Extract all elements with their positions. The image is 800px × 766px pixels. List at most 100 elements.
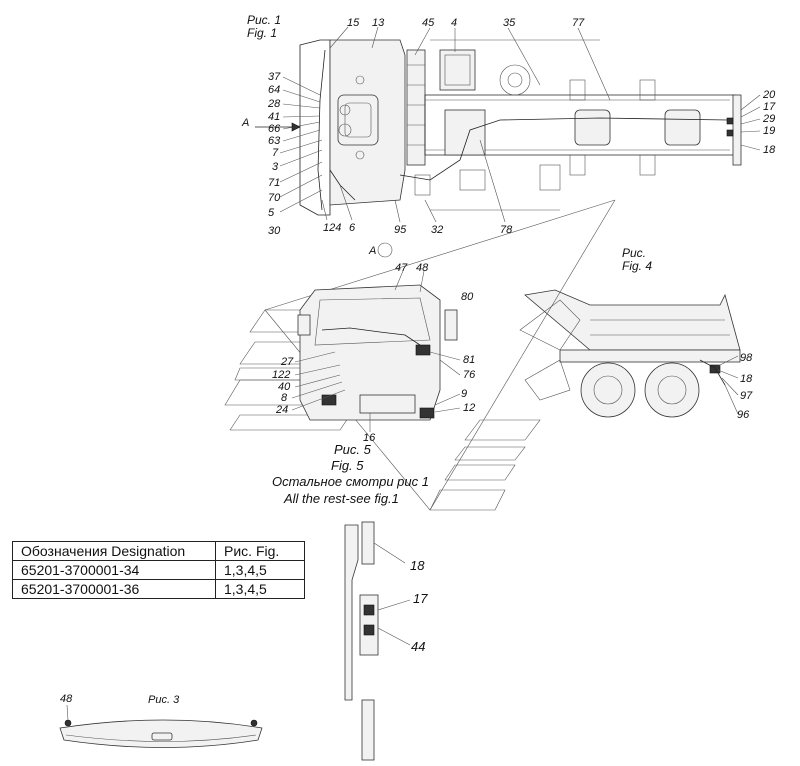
fig5-callout-76: 76 xyxy=(463,369,476,381)
detail-bracket xyxy=(344,524,359,701)
fig4-side-view xyxy=(524,289,741,418)
callout-32: 32 xyxy=(431,224,443,236)
front-bumper xyxy=(359,394,416,414)
callout-64: 64 xyxy=(268,84,280,96)
callout-5: 5 xyxy=(268,207,275,219)
marker-lamp xyxy=(415,344,431,356)
rear-wheel-1 xyxy=(580,362,636,418)
rear-axle-1 xyxy=(574,109,611,146)
roof-lamp xyxy=(151,732,173,741)
fig1-top-view xyxy=(299,39,742,216)
callout-3: 3 xyxy=(272,161,279,173)
callout-95: 95 xyxy=(394,224,407,236)
rear-light xyxy=(709,364,721,374)
headlamp-left xyxy=(321,394,337,406)
callout-18: 18 xyxy=(763,144,776,156)
callout-4: 4 xyxy=(451,17,457,29)
fig4-title-en: Fig. 4 xyxy=(622,259,652,273)
cab-front xyxy=(299,284,441,421)
fig5-title-en: Fig. 5 xyxy=(331,458,364,473)
figures-cell: 1,3,4,5 xyxy=(215,560,305,580)
side-frame xyxy=(559,349,741,363)
callout-30: 30 xyxy=(268,225,281,237)
fig5-callout-81: 81 xyxy=(463,354,475,366)
designation-table: Обозначения Designation Рис. Fig. 65201-… xyxy=(12,541,305,599)
detail-labels: 18 17 44 xyxy=(410,558,428,654)
header-figure: Рис. Fig. xyxy=(215,541,305,561)
fig3-title-ru: Рис. 3 xyxy=(148,694,180,706)
fig5-note-en: All the rest-see fig.1 xyxy=(283,491,399,506)
callout-20: 20 xyxy=(762,89,776,101)
fig5-front-view xyxy=(224,199,616,511)
fig5-callout-122: 122 xyxy=(272,369,290,381)
fig4-callout-96: 96 xyxy=(737,409,750,421)
detail-callout-18: 18 xyxy=(410,558,425,573)
callout-124: 124 xyxy=(323,222,341,234)
fig5-callout-47: 47 xyxy=(395,262,408,274)
callout-45: 45 xyxy=(422,17,435,29)
detail-callout-44: 44 xyxy=(411,639,425,654)
fig1-leaders xyxy=(255,26,761,258)
rear-lamp-bracket xyxy=(732,94,742,166)
roof-marker-right xyxy=(250,719,258,727)
callout-77: 77 xyxy=(572,17,585,29)
callout-13: 13 xyxy=(372,17,385,29)
roof-marker-left xyxy=(64,719,72,727)
fig5-callout-40: 40 xyxy=(278,381,291,393)
fig1-labels: Рис. 1 Fig. 1 15 13 45 4 35 77 37 64 28 … xyxy=(241,13,776,257)
fig3-labels: 48 Рис. 3 xyxy=(60,693,180,706)
fig5-callout-9: 9 xyxy=(461,388,467,400)
fig5-callout-12: 12 xyxy=(463,402,475,414)
callout-19: 19 xyxy=(763,125,775,137)
fig4-title-ru: Рис. xyxy=(622,246,646,260)
header-designation: Обозначения Designation xyxy=(12,541,216,561)
callout-63: 63 xyxy=(268,135,281,147)
callout-66: 66 xyxy=(268,123,281,135)
side-mirror xyxy=(444,309,458,341)
fig4-callout-80: 80 xyxy=(461,291,474,303)
callout-70: 70 xyxy=(268,192,281,204)
designation-cell: 65201-3700001-34 xyxy=(12,560,216,580)
rear-axle-2 xyxy=(664,109,701,146)
fig5-title-ru: Рис. 5 xyxy=(334,442,372,457)
callout-17: 17 xyxy=(763,101,776,113)
fig5-callout-16: 16 xyxy=(363,432,376,444)
figures-cell: 1,3,4,5 xyxy=(215,579,305,599)
fig5-callout-48: 48 xyxy=(416,262,429,274)
headlamp-right xyxy=(419,407,435,419)
callout-41: 41 xyxy=(268,111,280,123)
designation-cell: 65201-3700001-36 xyxy=(12,579,216,599)
radiator-block xyxy=(406,49,426,166)
callout-28: 28 xyxy=(267,98,281,110)
fig5-callout-8: 8 xyxy=(281,392,288,404)
table-row: 65201-3700001-36 1,3,4,5 xyxy=(12,579,305,599)
fig4-callout-97: 97 xyxy=(740,390,753,402)
callout-35: 35 xyxy=(503,17,516,29)
rear-wheel-2 xyxy=(644,362,700,418)
engine-block xyxy=(444,109,486,156)
fig5-labels: 47 48 27 122 40 8 24 81 76 9 12 16 Рис. … xyxy=(272,262,476,506)
detail-lamp-18 xyxy=(361,521,375,565)
fig1-title-en: Fig. 1 xyxy=(247,26,277,40)
detail-callout-17: 17 xyxy=(413,591,428,606)
fig5-callout-24: 24 xyxy=(275,404,288,416)
fig3-callout-48: 48 xyxy=(60,693,73,705)
fig4-callout-18: 18 xyxy=(740,373,753,385)
roof-hatch xyxy=(337,94,379,146)
callout-29: 29 xyxy=(762,113,775,125)
callout-37: 37 xyxy=(268,71,281,83)
callout-15: 15 xyxy=(347,17,360,29)
left-mirror xyxy=(297,314,311,336)
view-marker-a: A xyxy=(241,117,249,129)
callout-71: 71 xyxy=(268,177,280,189)
detail-view xyxy=(344,521,411,761)
fig4-labels: Рис. Fig. 4 80 98 18 97 96 xyxy=(461,246,753,421)
table-row: 65201-3700001-34 1,3,4,5 xyxy=(12,560,305,580)
callout-7: 7 xyxy=(272,147,279,159)
table-header-row: Обозначения Designation Рис. Fig. xyxy=(12,541,305,561)
fig5-note-ru: Остальное смотри рис 1 xyxy=(272,474,429,489)
view-marker-a-circle: A xyxy=(368,245,376,257)
fig5-callout-27: 27 xyxy=(280,356,294,368)
callout-6: 6 xyxy=(349,222,356,234)
fig4-callout-98: 98 xyxy=(740,352,753,364)
